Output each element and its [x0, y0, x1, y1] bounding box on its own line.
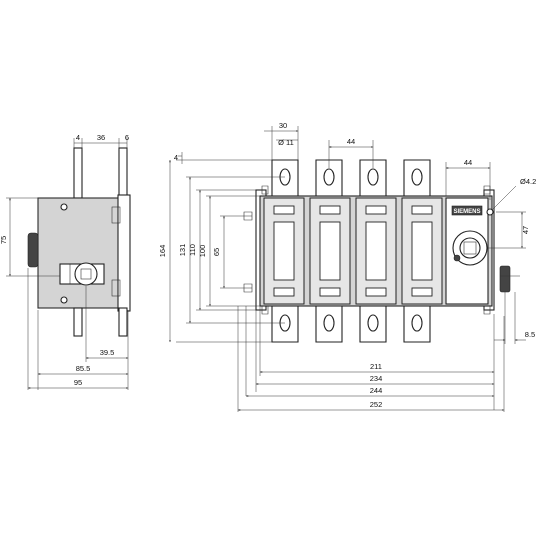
rotary-knob — [452, 230, 488, 266]
front-bottom-terminals — [271, 305, 431, 343]
side-dim-top-4: 4 — [76, 133, 80, 142]
dim-right-8-5: 8.5 — [525, 330, 535, 339]
front-poles — [263, 197, 443, 305]
front-top-terminals — [271, 159, 431, 197]
dim-right-47: 47 — [521, 226, 530, 234]
side-dim-bottom-85-5: 85.5 — [76, 364, 91, 373]
side-dim-top-6: 6 — [125, 133, 129, 142]
brand-label-plate — [451, 205, 483, 216]
side-body — [37, 197, 129, 309]
side-rotary-mechanism — [59, 262, 105, 286]
side-dim-left-75: 75 — [0, 236, 8, 244]
side-dim-bottom-95: 95 — [74, 378, 82, 387]
side-dim-top-36: 36 — [97, 133, 105, 142]
dim-bottom-252: 252 — [370, 400, 383, 409]
side-handle-stub — [27, 232, 39, 268]
side-bottom-terminal — [73, 307, 128, 337]
dim-top-44: 44 — [347, 137, 355, 146]
front-view: SIEMENS 30 Ø 11 44 44 Ø4.2 — [158, 121, 536, 412]
dim-top-30: 30 — [279, 121, 287, 130]
dim-bottom-234: 234 — [370, 374, 383, 383]
dim-left-110: 110 — [188, 244, 197, 256]
dim-left-4: 4 — [174, 153, 178, 162]
dim-hole-4-2: Ø4.2 — [520, 177, 536, 186]
brand-label: SIEMENS — [453, 209, 480, 215]
side-top-terminal — [73, 147, 128, 199]
dim-left-131: 131 — [178, 244, 187, 257]
side-view: 4 36 6 75 39.5 85.5 95 — [0, 133, 131, 390]
dim-left-100: 100 — [198, 245, 207, 258]
dim-left-65: 65 — [212, 248, 221, 256]
side-lock — [499, 265, 511, 293]
dim-left-164: 164 — [158, 245, 167, 258]
dim-right-44: 44 — [464, 158, 472, 167]
side-dim-bottom-39-5: 39.5 — [100, 348, 115, 357]
dim-bottom-211: 211 — [370, 362, 382, 371]
dim-hole-11: Ø 11 — [278, 138, 294, 147]
mounting-hole — [486, 208, 494, 216]
dim-bottom-244: 244 — [370, 386, 383, 395]
